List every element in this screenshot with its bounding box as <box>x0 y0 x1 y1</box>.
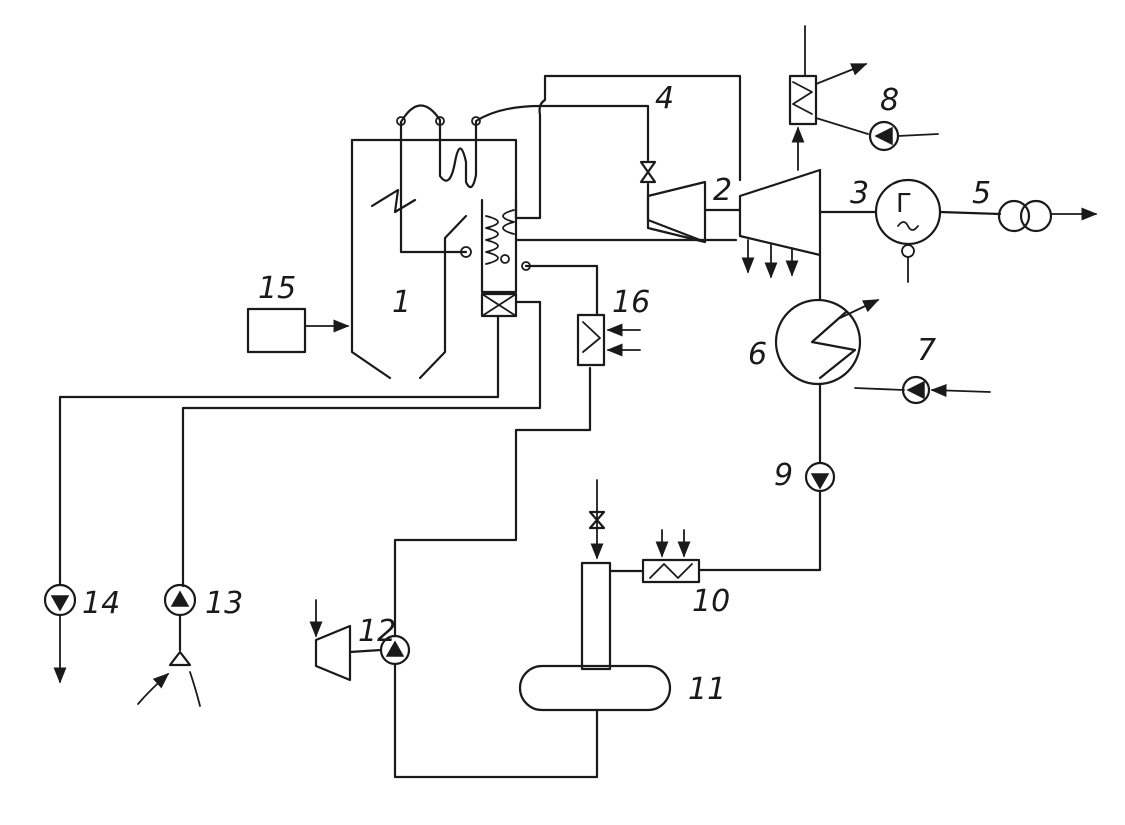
label-6: 6 <box>748 337 767 372</box>
transformer <box>997 199 1098 233</box>
generator-symbol: Г <box>896 189 912 219</box>
condenser <box>774 253 905 464</box>
label-9: 9 <box>774 458 793 493</box>
lp-heater <box>608 529 701 584</box>
control-valve <box>639 160 657 184</box>
generator: Г <box>818 178 1002 283</box>
label-10: 10 <box>692 584 730 619</box>
label-11: 11 <box>688 672 726 707</box>
pump-7 <box>901 375 991 405</box>
label-7: 7 <box>917 333 936 368</box>
label-2: 2 <box>713 173 732 208</box>
deaerator <box>393 479 672 779</box>
label-1: 1 <box>392 285 411 320</box>
label-14: 14 <box>82 586 120 621</box>
label-16: 16 <box>612 285 650 320</box>
label-8: 8 <box>880 83 899 118</box>
labels: 1 2 3 4 5 6 7 8 9 10 11 12 13 14 15 16 <box>82 81 991 707</box>
pump-8 <box>868 120 939 152</box>
heater-16 <box>576 313 641 367</box>
fuel-supply <box>246 307 350 354</box>
label-13: 13 <box>205 586 243 621</box>
air-line <box>181 300 542 588</box>
label-5: 5 <box>972 176 991 211</box>
boiler <box>350 104 531 380</box>
label-4: 4 <box>655 81 674 116</box>
exhauster-14 <box>43 583 77 684</box>
feed-pump <box>309 366 592 682</box>
label-3: 3 <box>850 176 869 211</box>
condensate-pump <box>698 461 836 572</box>
label-12: 12 <box>358 614 396 649</box>
flue-gas-line <box>58 314 500 586</box>
turbine-hp <box>646 180 707 244</box>
label-15: 15 <box>258 271 296 306</box>
steam-heater-8 <box>788 25 869 171</box>
fan-13 <box>137 583 201 707</box>
